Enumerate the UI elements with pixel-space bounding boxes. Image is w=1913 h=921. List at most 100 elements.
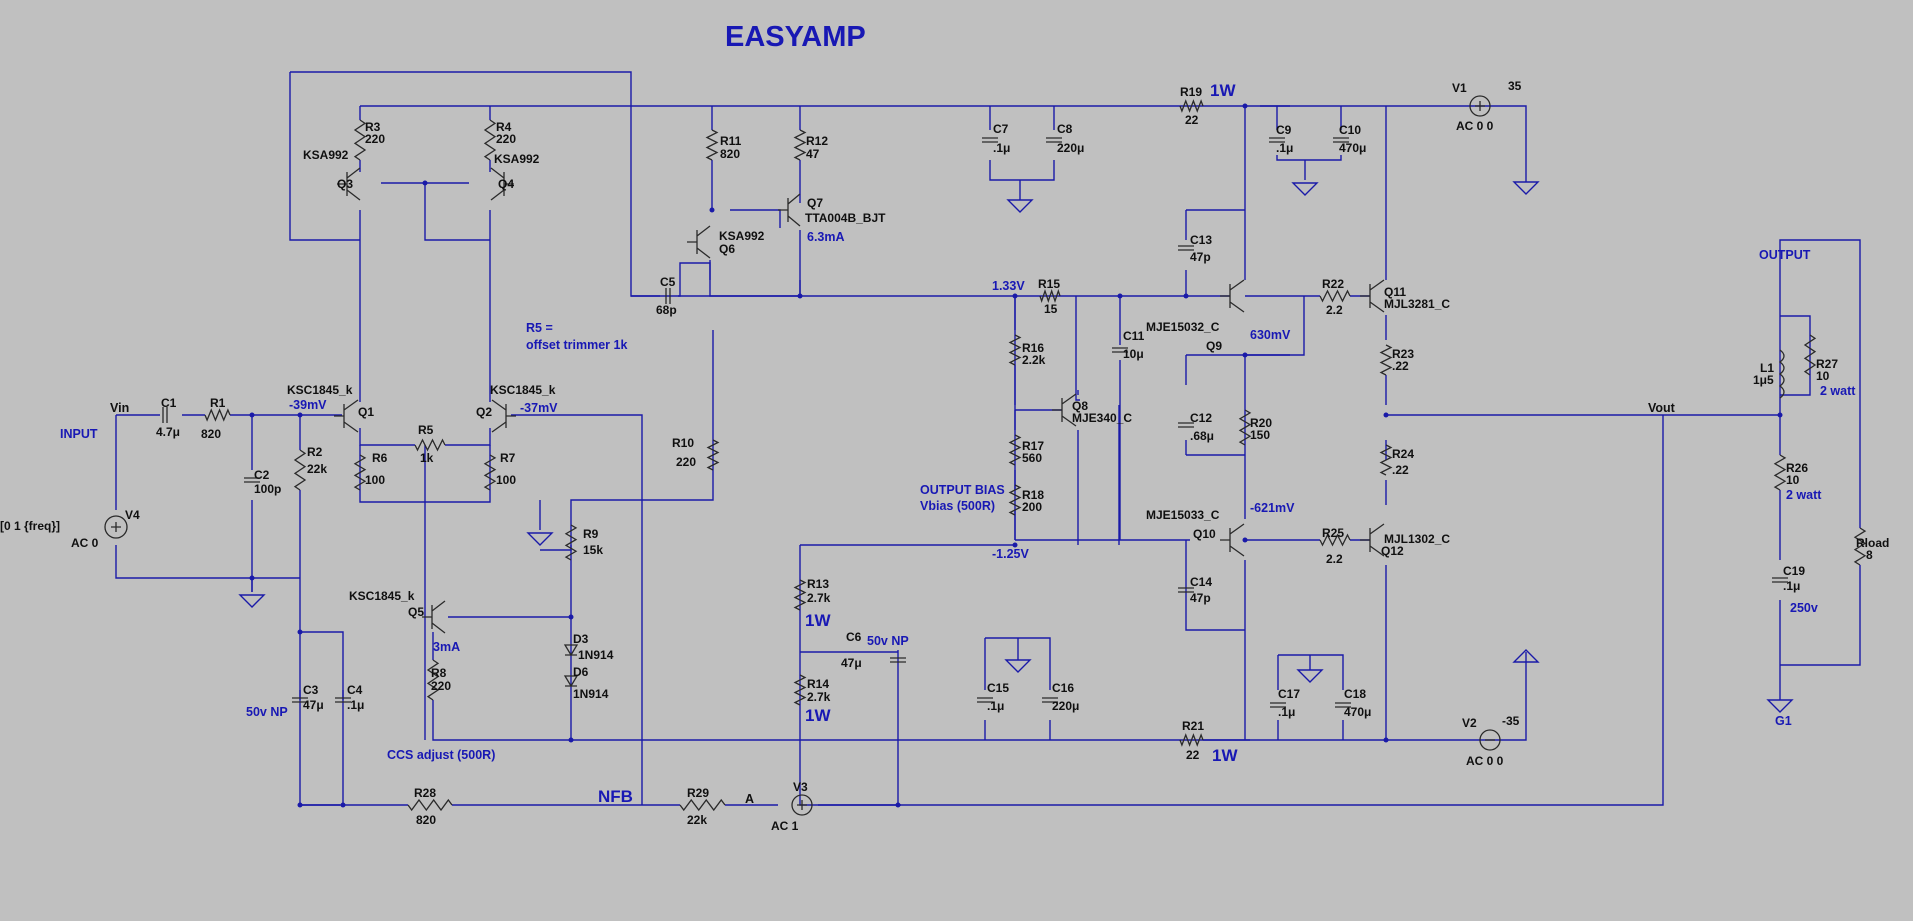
r7-resistor-symbol bbox=[483, 454, 497, 491]
bias-note-line1: OUTPUT BIAS bbox=[920, 483, 1005, 497]
r17-value: 560 bbox=[1022, 451, 1042, 465]
c15-value: .1μ bbox=[987, 699, 1004, 713]
probe-q5: 3mA bbox=[433, 640, 460, 654]
wires bbox=[115, 71, 1861, 806]
r26-value: 10 bbox=[1786, 473, 1800, 487]
schematic-title: EASYAMP bbox=[725, 21, 866, 53]
q12-name: Q12 bbox=[1381, 544, 1404, 558]
r26-name: R26 bbox=[1786, 461, 1808, 475]
r10-value: 220 bbox=[676, 455, 696, 469]
v4-name: V4 bbox=[125, 508, 140, 522]
rload-name: Rload bbox=[1856, 536, 1889, 550]
inductor-labels: L1 1μ5 bbox=[1753, 361, 1774, 387]
node-a-label: A bbox=[745, 792, 754, 806]
vin-label: Vin bbox=[110, 401, 129, 415]
c6-value: 47μ bbox=[841, 656, 862, 670]
c7-value: .1μ bbox=[993, 141, 1010, 155]
r16-resistor-symbol bbox=[1008, 334, 1022, 366]
r13-resistor-symbol bbox=[793, 579, 807, 611]
r26-watt-note: 2 watt bbox=[1786, 488, 1822, 502]
r6-resistor-symbol bbox=[353, 454, 367, 491]
r6-value: 100 bbox=[365, 473, 385, 487]
c3-capacitor-symbol bbox=[292, 697, 308, 703]
c2-value: 100p bbox=[254, 482, 281, 496]
c9-name: C9 bbox=[1276, 123, 1292, 137]
r3-value: 220 bbox=[365, 132, 385, 146]
c18-capacitor-symbol bbox=[1335, 702, 1351, 708]
d3-model: 1N914 bbox=[578, 648, 614, 662]
r24-value: .22 bbox=[1392, 463, 1409, 477]
q4-name: Q4 bbox=[498, 177, 514, 191]
c14-value: 47p bbox=[1190, 591, 1211, 605]
q9-model: MJE15032_C bbox=[1146, 320, 1220, 334]
probe-q2: -37mV bbox=[520, 401, 558, 415]
c14-name: C14 bbox=[1190, 575, 1212, 589]
q5-model: KSC1845_k bbox=[349, 589, 415, 603]
transistor-symbols bbox=[334, 167, 1385, 634]
r29-name: R29 bbox=[687, 786, 709, 800]
v3-ac: AC 1 bbox=[771, 819, 799, 833]
c18-value: 470μ bbox=[1344, 705, 1371, 719]
r9-value: 15k bbox=[583, 543, 603, 557]
c9-value: .1μ bbox=[1276, 141, 1293, 155]
probe-q10: -621mV bbox=[1250, 501, 1295, 515]
c13-value: 47p bbox=[1190, 250, 1211, 264]
resistor-labels: R1 820 R2 22k R3 220 R4 220 R5 1k R6 100… bbox=[201, 85, 1889, 827]
c19-capacitor-symbol bbox=[1772, 577, 1788, 583]
r19-resistor-symbol bbox=[1179, 99, 1204, 113]
r7-name: R7 bbox=[500, 451, 516, 465]
r13-value: 2.7k bbox=[807, 591, 831, 605]
r11-resistor-symbol bbox=[705, 129, 719, 161]
c12-capacitor-symbol bbox=[1178, 422, 1194, 428]
c8-value: 220μ bbox=[1057, 141, 1084, 155]
c6-capacitor-symbol bbox=[890, 657, 906, 663]
r16-name: R16 bbox=[1022, 341, 1044, 355]
r28-value: 820 bbox=[416, 813, 436, 827]
ground-symbols bbox=[238, 181, 1794, 713]
r25-resistor-symbol bbox=[1319, 533, 1351, 547]
q11-model: MJL3281_C bbox=[1384, 297, 1450, 311]
c13-capacitor-symbol bbox=[1178, 245, 1194, 251]
c6-name: C6 bbox=[846, 630, 862, 644]
c7-capacitor-symbol bbox=[982, 137, 998, 143]
c19-name: C19 bbox=[1783, 564, 1805, 578]
q4-model: KSA992 bbox=[494, 152, 540, 166]
input-label: INPUT bbox=[60, 427, 98, 441]
r25-name: R25 bbox=[1322, 526, 1344, 540]
r27-watt-note: 2 watt bbox=[1820, 384, 1856, 398]
c11-capacitor-symbol bbox=[1112, 347, 1128, 353]
r19-name: R19 bbox=[1180, 85, 1202, 99]
r2-name: R2 bbox=[307, 445, 323, 459]
r28-name: R28 bbox=[414, 786, 436, 800]
c10-name: C10 bbox=[1339, 123, 1361, 137]
resistor-symbols bbox=[204, 99, 1867, 812]
r5-note-line2: offset trimmer 1k bbox=[526, 338, 627, 352]
q10-model: MJE15033_C bbox=[1146, 508, 1220, 522]
q3-model: KSA992 bbox=[303, 148, 349, 162]
r15-name: R15 bbox=[1038, 277, 1060, 291]
v2-value: -35 bbox=[1502, 714, 1520, 728]
r17-name: R17 bbox=[1022, 439, 1044, 453]
r23-name: R23 bbox=[1392, 347, 1414, 361]
c11-value: 10μ bbox=[1123, 347, 1144, 361]
c4-capacitor-symbol bbox=[335, 697, 351, 703]
c5-capacitor-symbol bbox=[665, 288, 671, 304]
c3-np-note: 50v NP bbox=[246, 705, 288, 719]
q12-model: MJL1302_C bbox=[1384, 532, 1450, 546]
v4-spec: [0 1 {freq}] bbox=[0, 519, 60, 533]
q6-model: KSA992 bbox=[719, 229, 765, 243]
net-labels: INPUT OUTPUT Vin Vout NFB A G1 bbox=[60, 248, 1811, 806]
r15-value: 15 bbox=[1044, 302, 1058, 316]
l1-value: 1μ5 bbox=[1753, 373, 1774, 387]
r17-resistor-symbol bbox=[1008, 434, 1022, 466]
r19-value: 22 bbox=[1185, 113, 1199, 127]
r27-name: R27 bbox=[1816, 357, 1838, 371]
r14-watt-note: 1W bbox=[805, 706, 831, 725]
transistor-labels: Q1 KSC1845_k Q2 KSC1845_k Q3 KSA992 Q4 K… bbox=[287, 148, 1450, 619]
r7-value: 100 bbox=[496, 473, 516, 487]
c14-capacitor-symbol bbox=[1178, 587, 1194, 593]
r22-resistor-symbol bbox=[1319, 289, 1351, 303]
c3-name: C3 bbox=[303, 683, 319, 697]
r27-value: 10 bbox=[1816, 369, 1830, 383]
